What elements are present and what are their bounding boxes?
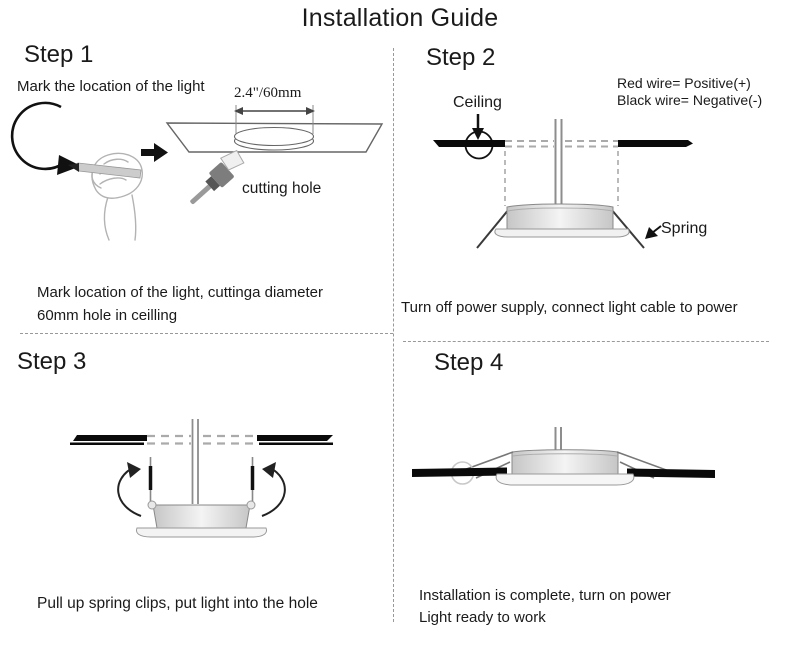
step1-drill-icon [190,149,245,205]
divider-vertical [393,48,394,622]
step1-arrow-right-icon [141,143,168,162]
step2-ceiling-pointer-arrow-icon [472,114,484,140]
step4-caption-line1: Installation is complete, turn on power [419,587,671,604]
step2-ceiling-bars [433,140,693,147]
step4-trim-flange [495,473,635,486]
step2-wiring-black: Black wire= Negative(-) [617,92,763,108]
step1-heading: Step 1 [24,41,94,68]
step1-instruction: Mark the location of the light [17,78,205,95]
step1-ceiling-panel [165,122,384,153]
step2-ceiling-label: Ceiling [453,94,502,111]
step4-caption-line2: Light ready to work [419,609,546,626]
step1-hand-pen-icon [68,152,143,241]
step1-dimension-label: 2.4"/60mm [234,85,302,101]
step3-power-cable [191,419,200,504]
step1-caption-line1: Mark location of the light, cuttinga dia… [37,284,323,301]
divider-horizontal-right [403,341,769,342]
step3-hole-dashed-outline [147,434,257,445]
step1-caption-line2: 60mm hole in ceilling [37,307,178,324]
step1-dimension-arrow [234,105,315,134]
step3-rotate-arrow-right-icon [261,462,286,517]
step2-spring-label: Spring [661,220,708,237]
step3-light-fixture [136,500,267,538]
step2-caption: Turn off power supply, connect light cab… [401,299,738,316]
divider-horizontal-left [20,333,393,334]
step2-power-cable [554,119,563,207]
page-title: Installation Guide [301,4,499,32]
step4-light-fixture-body [511,449,619,475]
step1-circular-arrow-icon [10,101,81,175]
step4-caption: Installation is complete, turn on power … [419,585,671,629]
step4-heading: Step 4 [434,349,504,376]
step2-spring-pointer-arrow-icon [645,225,662,239]
step2-hole-dashed-outline [504,140,619,206]
step4-power-cable [554,427,563,453]
step2-wiring-red: Red wire= Positive(+) [617,75,751,91]
step2-heading: Step 2 [426,44,496,71]
step3-ceiling-bars [70,435,333,445]
step3-heading: Step 3 [17,348,87,375]
step1-caption: Mark location of the light, cuttinga dia… [37,281,323,327]
step3-rotate-arrow-left-icon [117,462,142,517]
step2-wiring-note: Red wire= Positive(+) Black wire= Negati… [617,75,762,109]
step4-ceiling-bars [412,467,715,478]
step2-light-fixture [494,203,630,238]
step1-cutting-hole-label: cutting hole [242,180,322,197]
step3-caption: Pull up spring clips, put light into the… [37,595,318,612]
